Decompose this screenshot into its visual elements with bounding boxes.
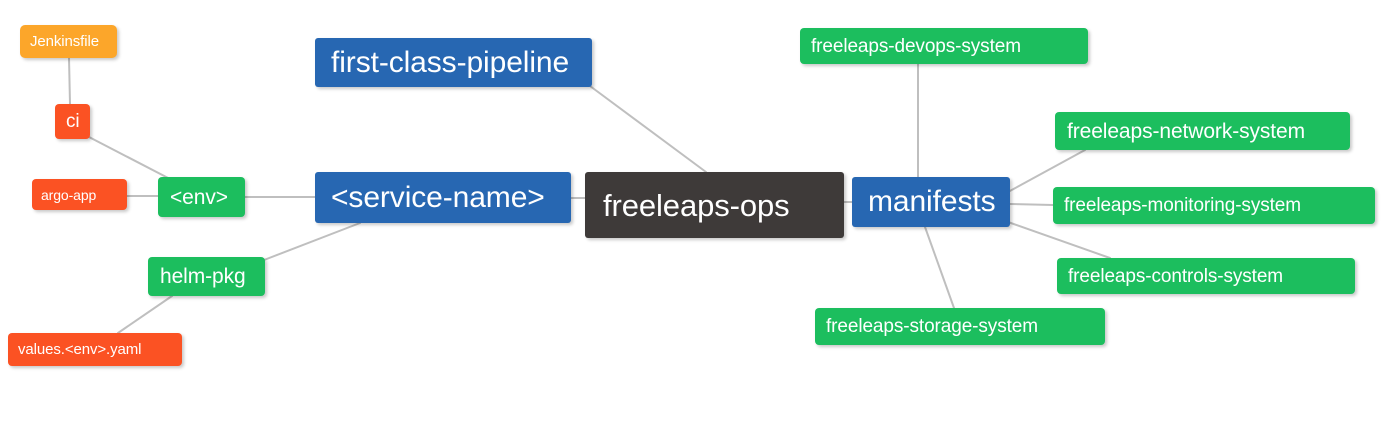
mindmap-edge-first-class-pipeline-to-root: [589, 85, 707, 173]
mindmap-node-controls-system[interactable]: freeleaps-controls-system: [1057, 258, 1355, 294]
node-label: freeleaps-controls-system: [1068, 265, 1284, 287]
mindmap-node-root[interactable]: freeleaps-ops: [585, 172, 844, 238]
mindmap-node-jenkinsfile[interactable]: Jenkinsfile: [20, 25, 117, 58]
mindmap-node-values-yaml[interactable]: values.<env>.yaml: [8, 333, 182, 366]
mindmap-edge-values-yaml-to-helm-pkg: [117, 295, 173, 334]
mindmap-edge-helm-pkg-to-service-name: [263, 222, 361, 261]
mindmap-node-network-system[interactable]: freeleaps-network-system: [1055, 112, 1350, 150]
node-label: <service-name>: [331, 180, 545, 214]
mindmap-edge-manifests-to-network-system: [1007, 149, 1086, 193]
node-label: values.<env>.yaml: [18, 341, 142, 358]
mindmap-node-argo-app[interactable]: argo-app: [32, 179, 127, 210]
mindmap-node-manifests[interactable]: manifests: [852, 177, 1010, 227]
node-label: ci: [66, 111, 80, 132]
mindmap-node-devops-system[interactable]: freeleaps-devops-system: [800, 28, 1088, 64]
mindmap-edge-manifests-to-monitoring-system: [1009, 203, 1054, 206]
mindmap-node-first-class-pipeline[interactable]: first-class-pipeline: [315, 38, 592, 87]
mindmap-node-storage-system[interactable]: freeleaps-storage-system: [815, 308, 1105, 345]
node-label: freeleaps-network-system: [1067, 119, 1306, 143]
node-label: freeleaps-devops-system: [811, 35, 1021, 57]
node-label: manifests: [868, 185, 996, 218]
node-label: helm-pkg: [160, 265, 246, 288]
mindmap-node-monitoring-system[interactable]: freeleaps-monitoring-system: [1053, 187, 1375, 224]
node-label: freeleaps-ops: [603, 187, 790, 223]
node-label: <env>: [170, 185, 228, 209]
mindmap-node-env[interactable]: <env>: [158, 177, 245, 217]
mindmap-edge-jenkinsfile-to-ci: [68, 57, 71, 105]
mindmap-node-service-name[interactable]: <service-name>: [315, 172, 571, 223]
mindmap-edge-manifests-to-controls-system: [1007, 221, 1111, 259]
mindmap-node-helm-pkg[interactable]: helm-pkg: [148, 257, 265, 296]
node-label: first-class-pipeline: [331, 45, 570, 79]
mindmap-edge-ci-to-env: [88, 136, 173, 181]
mindmap-node-ci[interactable]: ci: [55, 104, 90, 139]
node-label: argo-app: [41, 186, 97, 203]
node-label: freeleaps-storage-system: [826, 316, 1038, 337]
mindmap-edge-manifests-to-storage-system: [924, 226, 955, 309]
node-label: Jenkinsfile: [30, 33, 99, 50]
node-label: freeleaps-monitoring-system: [1064, 195, 1301, 216]
